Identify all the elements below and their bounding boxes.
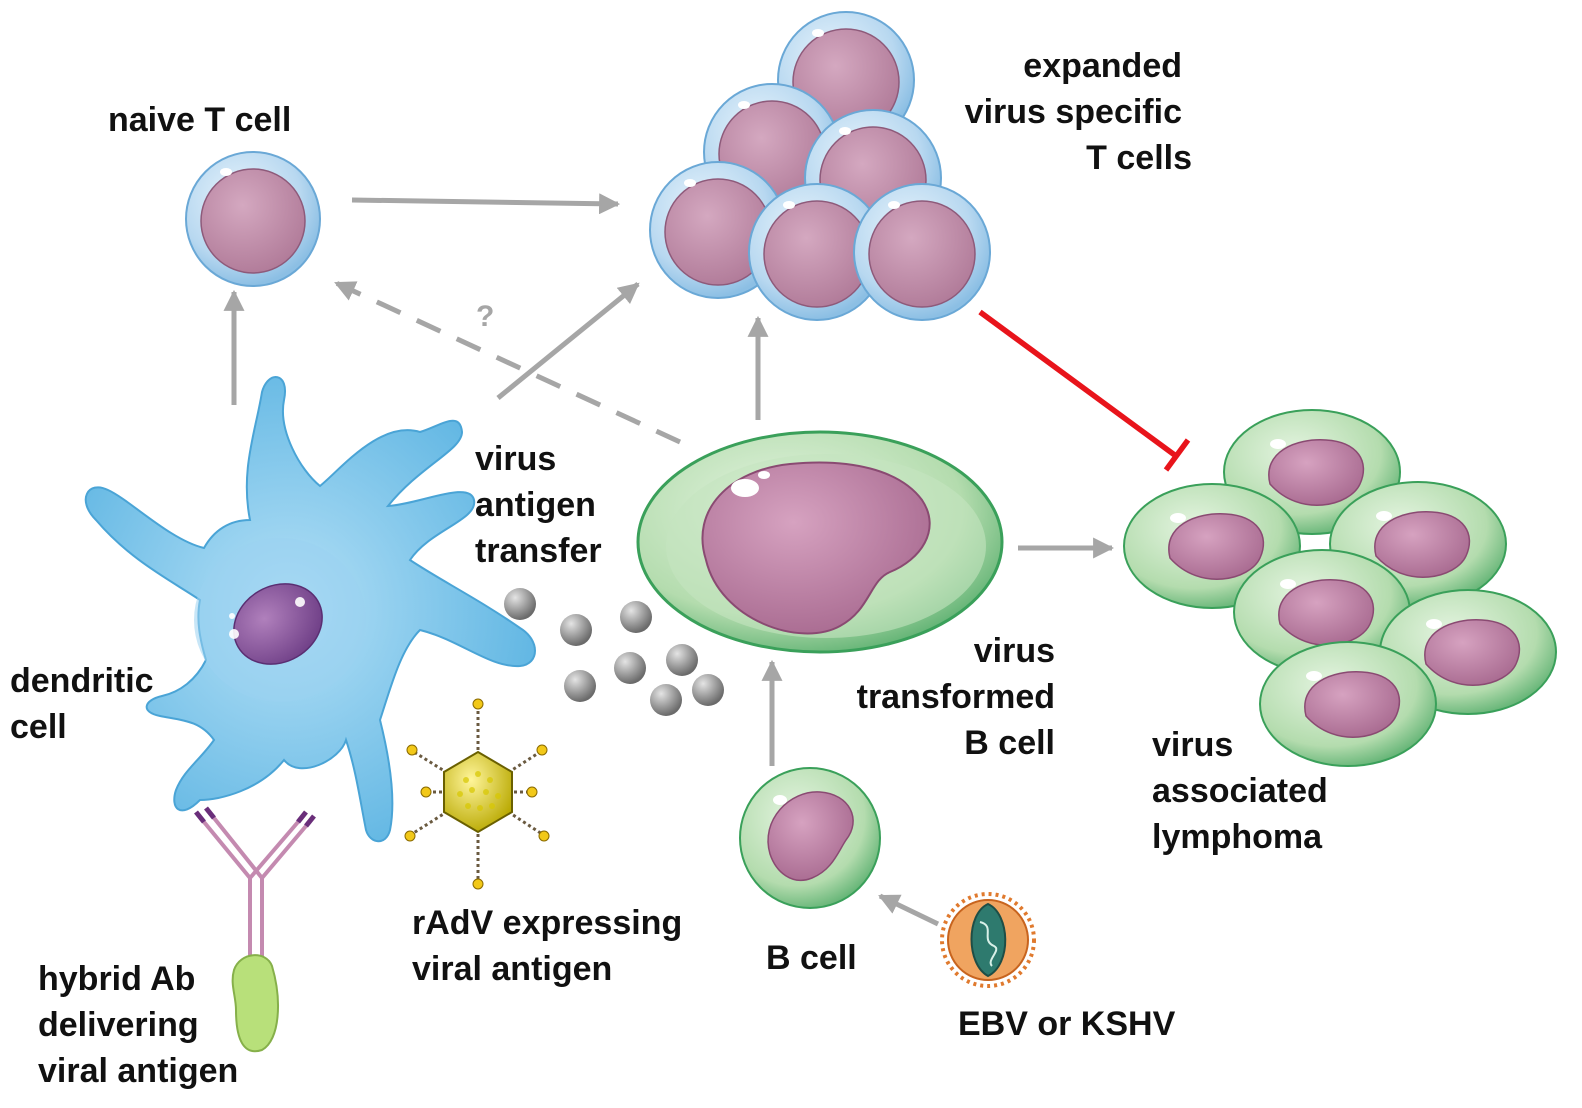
ebv-kshv-label: EBV or KSHV: [958, 1005, 1176, 1043]
arrow-ebv-to-b-cell: [878, 893, 940, 927]
lymphoma-label: virus associated lymphoma: [1152, 726, 1328, 856]
dendritic-cell-icon: [84, 376, 536, 843]
arrow-naive-to-expanded: [351, 193, 621, 215]
lymphoma-cluster-icon: [1123, 409, 1557, 767]
arrows: [223, 193, 1115, 927]
expanded-t-cells-icon: [649, 11, 991, 321]
radv-label: rAdV expressing viral antigen: [412, 904, 683, 988]
hybrid-antibody-icon: [194, 806, 316, 1053]
transformed-b-cell-icon: [636, 430, 1004, 654]
expanded-t-cells-label: expanded virus specific T cells: [964, 47, 1192, 177]
arrow-dendritic-to-expanded: [496, 282, 640, 400]
naive-t-cell-icon: [185, 151, 321, 287]
antigen-transfer-label: virus antigen transfer: [475, 440, 602, 570]
hybrid-ab-label: hybrid Ab delivering viral antigen: [38, 960, 239, 1090]
inhibition-arrow: [978, 309, 1191, 472]
dendritic-cell-label: dendritic cell: [10, 662, 154, 746]
naive-t-cell-label: naive T cell: [108, 101, 292, 139]
b-cell-label: B cell: [766, 939, 857, 977]
uncertain-path-question-mark: ?: [476, 300, 494, 333]
arrow-transformed-to-naive-dashed: [334, 280, 682, 445]
transformed-b-cell-label: virus transformed B cell: [856, 632, 1055, 762]
viral-antigen-particles: [504, 588, 724, 716]
radv-virus-icon: [404, 698, 550, 890]
ebv-kshv-virus-icon: [940, 892, 1036, 988]
b-cell-icon: [739, 767, 881, 909]
